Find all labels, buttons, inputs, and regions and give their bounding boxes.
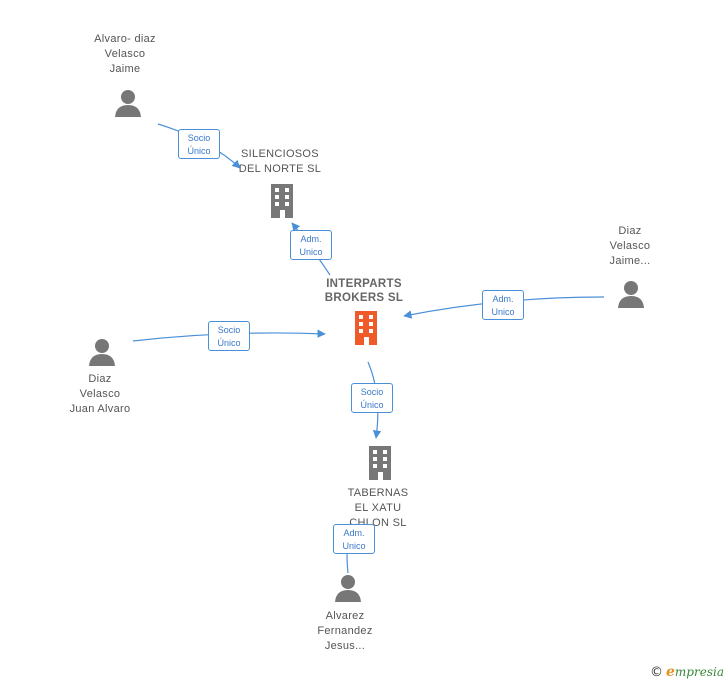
edge-label-adm-unico[interactable]: Adm. Unico bbox=[290, 230, 332, 260]
node-label-line: Jaime bbox=[109, 63, 141, 75]
node-diaz-velasco-juan-alvaro[interactable]: Diaz Velasco Juan Alvaro bbox=[50, 372, 150, 417]
node-label-line: Juan Alvaro bbox=[69, 403, 131, 415]
node-label-line: INTERPARTS bbox=[326, 278, 402, 290]
node-label-line: Jesus... bbox=[324, 640, 366, 652]
node-label-line: SILENCIOSOS bbox=[241, 148, 319, 160]
brand-initial: e bbox=[666, 664, 675, 680]
node-label-line: Velasco bbox=[609, 240, 651, 252]
copyright-icon: © bbox=[650, 665, 663, 680]
edge-label-line: Unico bbox=[342, 541, 366, 551]
person-icon bbox=[115, 90, 141, 117]
edge-label-line: Adm. bbox=[492, 294, 514, 304]
node-label-line: Diaz bbox=[618, 225, 642, 237]
edge-label-socio-unico[interactable]: Socio Único bbox=[178, 129, 220, 159]
node-diaz-velasco-jaime[interactable]: Diaz Velasco Jaime... bbox=[580, 224, 680, 269]
node-label-line: TABERNAS bbox=[347, 487, 409, 499]
edge-label-line: Socio bbox=[187, 133, 211, 143]
edge-label-line: Adm. bbox=[343, 528, 365, 538]
edge-label-line: Unico bbox=[491, 307, 515, 317]
brand-logo[interactable]: ©empresia bbox=[650, 664, 724, 680]
building-icon bbox=[271, 184, 293, 218]
node-alvarez-fernandez-jesus[interactable]: Alvarez Fernandez Jesus... bbox=[295, 609, 395, 654]
node-label-line: Velasco bbox=[104, 48, 146, 60]
edge-label-line: Socio bbox=[217, 325, 241, 335]
person-icon bbox=[89, 339, 115, 366]
edge-label-line: Único bbox=[360, 400, 384, 410]
node-alvaro-diaz-velasco-jaime[interactable]: Alvaro- diaz Velasco Jaime bbox=[75, 32, 175, 77]
edge-label-socio-unico[interactable]: Socio Único bbox=[208, 321, 250, 351]
person-icon bbox=[335, 575, 361, 602]
node-label-line: Fernandez bbox=[317, 625, 373, 637]
node-label-line: BROKERS SL bbox=[324, 292, 404, 304]
node-label-line: Diaz bbox=[88, 373, 112, 385]
edge-label-line: Único bbox=[217, 338, 241, 348]
building-icon bbox=[355, 311, 377, 345]
edge-label-line: Socio bbox=[360, 387, 384, 397]
node-label-line: Alvaro- diaz bbox=[94, 33, 156, 45]
edge-label-socio-unico[interactable]: Socio Único bbox=[351, 383, 393, 413]
edge-label-line: Unico bbox=[299, 247, 323, 257]
brand-name: mpresia bbox=[674, 665, 724, 679]
node-label-line: Alvarez bbox=[325, 610, 365, 622]
building-icon bbox=[369, 446, 391, 480]
person-icon bbox=[618, 281, 644, 308]
node-interparts[interactable]: INTERPARTS BROKERS SL bbox=[314, 277, 414, 305]
node-label-line: Velasco bbox=[79, 388, 121, 400]
edge-label-line: Adm. bbox=[300, 234, 322, 244]
node-label-line: DEL NORTE SL bbox=[238, 163, 322, 175]
node-silenciosos[interactable]: SILENCIOSOS DEL NORTE SL bbox=[230, 147, 330, 177]
edge-label-adm-unico[interactable]: Adm. Unico bbox=[482, 290, 524, 320]
node-label-line: EL XATU bbox=[354, 502, 402, 514]
edge-label-adm-unico[interactable]: Adm. Unico bbox=[333, 524, 375, 554]
edge-label-line: Único bbox=[187, 146, 211, 156]
node-label-line: Jaime... bbox=[609, 255, 651, 267]
